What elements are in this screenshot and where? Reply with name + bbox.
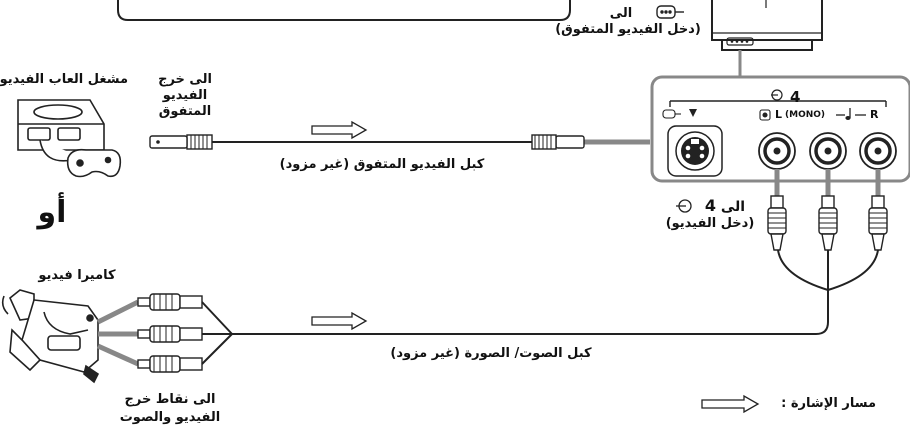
rca-jack-video [758,132,796,170]
svideo-cable [149,134,650,150]
signal-arrow-svideo [311,120,368,140]
svideo-arrow-down [689,109,697,117]
panel-mono: (MONO) [785,110,826,120]
video-input-icon-mid [676,199,692,213]
svideo-jack [667,125,723,177]
signal-path-legend-arrow [701,394,760,414]
av-out-label-1: الى نقاط خرج [124,392,216,407]
signal-arrow-av [311,311,368,331]
panel-input-number: 4 [790,88,801,106]
camcorder [1,289,100,384]
av-cable-label: كبل الصوت/ الصورة (غير مزود) [390,346,592,361]
signal-path-legend-label: مسار الإشارة : [781,396,876,411]
input4-desc: (دخل الفيديو) [665,216,755,231]
input4-to-text: الى [720,199,746,215]
av-cable [201,249,879,365]
input4-label: الى 4 [690,196,760,216]
or-label: أو [37,195,67,230]
game-console [17,99,122,178]
video-jack-icon [759,109,771,121]
svideo-out-label-2: الفيديو [162,88,208,103]
tv-svideo-jack [726,37,754,46]
svideo-input-icon-top [656,5,684,19]
tv-rear-panel [650,75,910,183]
rca-plugs-left [137,293,203,373]
tv-input-to-text: الى [609,6,633,21]
tv-input-desc: (دخل الفيديو المتفوق) [555,22,701,37]
rca-jack-audio-left [809,132,847,170]
camcorder-label: كاميرا فيديو [38,268,116,283]
rca-jack-audio-right [859,132,897,170]
av-out-label-2: الفيديو والصوت [119,410,221,425]
tv-input-label: الى [586,6,656,22]
input-4-icon [771,89,783,101]
rca-plugs-right [767,169,888,251]
upper-frame-box [117,0,571,21]
svideo-out-label-1: الى خرج [158,72,212,87]
audio-note-icon [845,108,851,120]
camcorder-leads [96,299,140,367]
input4-number: 4 [704,196,717,215]
panel-audio-right: R [870,108,879,121]
svideo-out-label-3: المتفوق [158,104,212,119]
panel-audio-left: L [775,108,783,121]
game-player-label: مشغل العاب الفيديو [0,72,128,87]
svideo-cable-label: كبل الفيديو المتفوق (غير مزود) [279,157,485,172]
svideo-panel-icon [662,109,681,119]
tv-set [711,0,823,51]
